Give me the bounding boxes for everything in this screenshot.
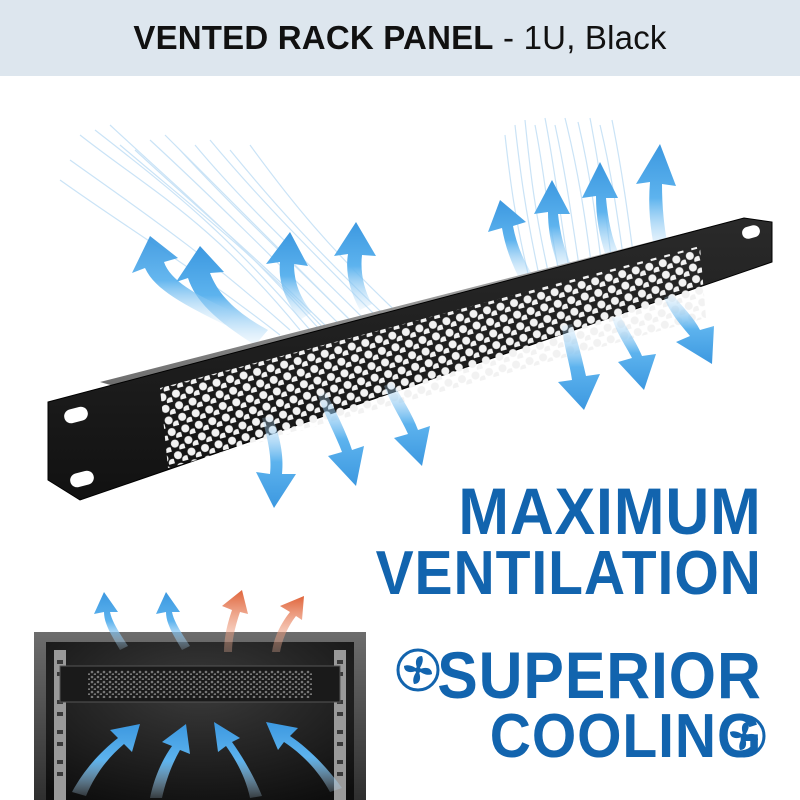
title-variant: 1U, Black <box>523 19 667 56</box>
down-arrow-icon <box>256 294 714 508</box>
up-arrow-icon <box>72 722 342 798</box>
fan-icon <box>396 648 440 692</box>
up-arrow-icon <box>132 144 676 345</box>
up-arrow-icon <box>94 590 304 652</box>
fan-icon <box>722 714 766 758</box>
headline-cooling: COOLING <box>489 702 762 771</box>
page-title: VENTED RACK PANEL - 1U, Black <box>133 19 666 57</box>
title-separator: - <box>493 19 524 56</box>
headline-superior: SUPERIOR <box>437 638 762 712</box>
title-product-name: VENTED RACK PANEL <box>133 19 494 56</box>
headline-maximum: MAXIMUM <box>458 474 762 548</box>
header-banner: VENTED RACK PANEL - 1U, Black <box>0 0 800 76</box>
headline-ventilation: VENTILATION <box>375 539 762 608</box>
